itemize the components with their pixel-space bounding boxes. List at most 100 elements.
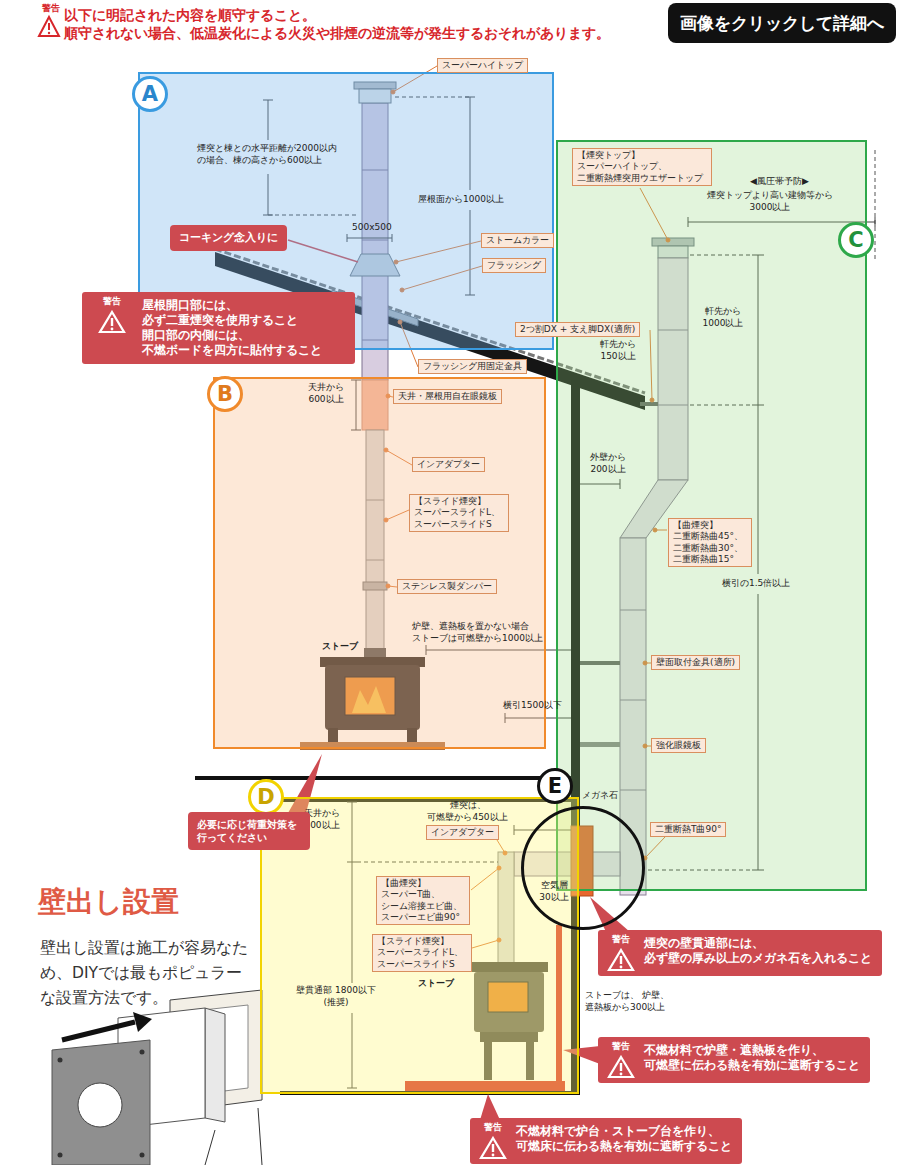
wall-mount-parts — [133, 1012, 152, 1032]
node-text: インアダプター — [431, 827, 494, 838]
node-text: 壁面取付金具(適所) — [656, 657, 735, 668]
warning-word: 警告 — [612, 933, 630, 945]
part-label-box: インアダプター — [412, 457, 485, 472]
warning-icon — [620, 1063, 622, 1071]
warning-icon — [607, 948, 635, 972]
warning-pointer — [480, 1094, 500, 1120]
wall-mount-parts — [258, 1108, 262, 1165]
wall-mount-parts — [52, 1040, 150, 1165]
warning-icon — [481, 1138, 505, 1158]
warning-icon — [609, 1057, 633, 1077]
warning-box: 警告 不燃材料で炉壁・遮熱板を作り、 可燃壁に伝わる熱を有効に遮断すること — [598, 1037, 870, 1083]
part-label-box: 2つ割DX + 支え脚DX(適所) — [515, 322, 640, 337]
warning-box: 警告屋根開口部には、 必ず二重煙突を使用すること 開口部の内側には、 不燃ボード… — [82, 292, 355, 364]
wall-mount-parts — [78, 1083, 122, 1127]
warning-icon — [479, 1136, 507, 1160]
annotation: 横引1500以下 — [503, 700, 562, 712]
warning-icon — [492, 1144, 494, 1152]
wall-mount-parts — [205, 1130, 215, 1165]
part-label-box: 【曲煙突】 二重断熱曲45°、 二重断熱曲30°、 二重断熱曲15° — [668, 518, 752, 567]
region-frame: B天井・屋根用自在眼鏡板インアダプター【スライド煙突】 スーパースライドL、 ス… — [213, 377, 546, 749]
warning-icon — [620, 956, 622, 964]
annotation: メガネ石 — [582, 790, 618, 801]
caution-tag: コーキング念入りに — [170, 225, 287, 251]
annotation: 500x500 — [352, 222, 392, 234]
annotation: 屋根面から1000以上 — [418, 194, 504, 206]
warning-icon — [492, 1154, 495, 1157]
warning-icon — [111, 318, 113, 326]
region-frame: C【煙突トップ】 スーパーハイトップ、 二重断熱煙突用ウエザートップ【曲煙突】 … — [556, 140, 867, 891]
node-text: 天井・屋根用自在眼鏡板 — [398, 391, 497, 402]
annotation: 煙突は、 可燃壁から450以上 — [420, 800, 515, 823]
node-text: 【曲煙突】 二重断熱曲45°、 二重断熱曲30°、 二重断熱曲15° — [673, 520, 747, 565]
header-warning-icon — [48, 32, 50, 34]
part-label-box: スーパーハイトップ — [437, 58, 528, 73]
wall-mount-parts — [205, 1008, 225, 1122]
wall-mount-parts — [58, 1058, 63, 1063]
warning-text: 不燃材料で炉壁・遮熱板を作り、 可燃壁に伝わる熱を有効に遮断すること — [644, 1043, 862, 1073]
node-text: 【スライド煙突】 スーパースライドL、 スーパースライドS — [377, 936, 467, 970]
node-text: フラッシング — [487, 260, 541, 271]
annotation: 炉壁、遮熱板を置かない場合 ストーブは可燃壁から1000以上 — [412, 621, 547, 644]
warning-icon — [607, 1055, 635, 1079]
annotation: 煙突トップより高い建物等から 3000以上 — [700, 190, 840, 213]
warning-pointer — [590, 897, 630, 932]
annotation: 天井から 600以上 — [306, 382, 346, 405]
warning-icon — [98, 310, 126, 334]
warning-text: 屋根開口部には、 必ず二重煙突を使用すること 開口部の内側には、 不燃ボードを四… — [142, 298, 347, 358]
annotation: ◀風圧帯予防▶ — [750, 176, 809, 188]
annotation: ストーブ — [418, 978, 454, 990]
part-label-box: 天井・屋根用自在眼鏡板 — [393, 389, 502, 404]
node-text: 【曲煙突】 スーパーT曲、 シーム溶接エビ曲、 スーパーエビ曲90° — [381, 878, 465, 923]
part-label-box: 【曲煙突】 スーパーT曲、 シーム溶接エビ曲、 スーパーエビ曲90° — [376, 876, 470, 925]
node-text: ステンレス製ダンパー — [402, 581, 492, 592]
section-heading: 壁出し設置 — [38, 884, 179, 920]
wall-mount-parts — [52, 990, 262, 1165]
header-warning-icon — [39, 17, 59, 36]
region-letter: E — [537, 768, 573, 804]
node-text: 2つ割DX + 支え脚DX(適所) — [520, 324, 635, 335]
part-label-box: ステンレス製ダンパー — [397, 579, 497, 594]
annotation: 警告 — [42, 3, 60, 15]
node-text: 二重断熱T曲90° — [655, 824, 721, 835]
part-label-box: 二重断熱T曲90° — [650, 822, 726, 837]
region-letter: B — [207, 376, 243, 412]
annotation: 横引の1.5倍以上 — [722, 578, 790, 590]
warning-text: 煙突の壁貫通部には、 必ず壁の厚み以上のメガネ石を入れること — [644, 936, 874, 966]
warning-icon — [111, 328, 114, 331]
node-text: インアダプター — [417, 459, 480, 470]
wall-mount-parts — [58, 1153, 63, 1158]
wall-mount-parts — [140, 1153, 145, 1158]
warning-word: 警告 — [484, 1121, 502, 1133]
node-text: 【スライド煙突】 スーパースライドL、 スーパースライドS — [414, 496, 504, 530]
node-text: 【煙突トップ】 スーパーハイトップ、 二重断熱煙突用ウエザートップ — [577, 150, 707, 184]
node-text: 画像をクリックして詳細へ — [680, 12, 884, 35]
node-text: スーパーハイトップ — [442, 60, 523, 71]
outdoor-chimney — [875, 150, 876, 262]
detail-circle: E — [521, 806, 645, 930]
part-label-box: 【煙突トップ】 スーパーハイトップ、 二重断熱煙突用ウエザートップ — [572, 148, 712, 186]
header-warning-icon — [48, 23, 50, 30]
part-label-box: ストームカラー — [481, 233, 554, 248]
annotation: 外壁から 200以上 — [586, 452, 630, 475]
region-letter: D — [248, 779, 284, 815]
wall-mount-parts — [140, 1050, 145, 1055]
annotation: 煙突と棟との水平距離が2000以内 の場合、棟の高さから600以上 — [197, 143, 347, 166]
warning-icon — [620, 1073, 623, 1076]
description: 壁出し設置は施工が容易なた め、DIYでは最もポピュラー な設置方法です。 — [40, 936, 252, 1011]
warning-box: 警告 不燃材料で炉台・ストーブ台を作り、 可燃床に伝わる熱を有効に遮断すること — [470, 1118, 742, 1164]
warning-icon — [100, 312, 124, 332]
region-letter: C — [838, 222, 874, 258]
node-text: 必要に応じ荷重対策を 行ってください — [197, 818, 301, 844]
annotation: 以下に明記された内容を順守すること。 — [64, 6, 316, 24]
annotation: 軒先から 150以上 — [596, 339, 640, 362]
part-label-box: 壁面取付金具(適所) — [651, 655, 740, 670]
warning-text: 不燃材料で炉台・ストーブ台を作り、 可燃床に伝わる熱を有効に遮断すること — [516, 1124, 734, 1154]
annotation: ストーブ — [322, 641, 358, 653]
warning-word: 警告 — [612, 1040, 630, 1052]
wall-mount-parts — [62, 1022, 135, 1040]
region-letter: A — [132, 76, 168, 112]
node-text: 強化眼鏡板 — [656, 740, 701, 751]
